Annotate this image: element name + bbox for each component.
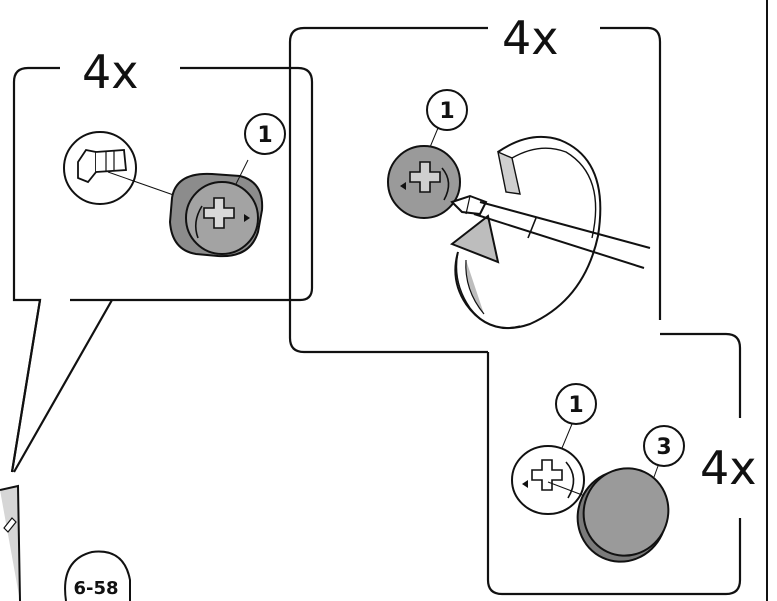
- panel-cam-tighten-quantity: 4x: [502, 11, 559, 65]
- part-number-label: 1: [257, 123, 272, 148]
- workpiece-corner: [0, 484, 21, 601]
- cam-lock-icon: [511, 445, 585, 515]
- step-reference-circle: [64, 550, 131, 601]
- panel-cam-insert-frame: [10, 66, 314, 473]
- cam-lock-icon: [168, 172, 264, 258]
- panel-cam-tighten-frame: [288, 26, 662, 354]
- part-number-badge: [555, 383, 597, 425]
- panel-cap-cover-frame: [486, 332, 742, 596]
- step-reference-label: 6-58: [73, 578, 118, 599]
- part-number-badge: [643, 425, 685, 467]
- cam-lock-icon: [387, 145, 461, 219]
- part-number-label: 1: [439, 99, 454, 124]
- panel-cam-insert: 4x 1: [10, 45, 314, 473]
- panel-cam-tighten: 4x 1: [288, 11, 662, 354]
- pencil-icon: [3, 517, 17, 533]
- leader-line: [235, 159, 249, 185]
- dowel-icon: [63, 131, 137, 205]
- cover-cap-icon: [576, 467, 670, 563]
- screwdriver-icon: [450, 194, 651, 269]
- part-number-badge: [244, 113, 286, 155]
- rotation-arrow-icon: [449, 135, 602, 329]
- part-number-label: 1: [568, 393, 583, 418]
- panel-cam-insert-quantity: 4x: [82, 45, 139, 99]
- part-number-label: 3: [656, 435, 671, 460]
- part-number-badge: [426, 89, 468, 131]
- callout-pointer: [10, 299, 113, 473]
- leader-line: [561, 423, 573, 449]
- panel-cap-cover-quantity: 4x: [700, 441, 757, 495]
- step-reference: 6-58: [64, 550, 131, 601]
- panel-cap-cover: 4x 1 3: [486, 332, 757, 596]
